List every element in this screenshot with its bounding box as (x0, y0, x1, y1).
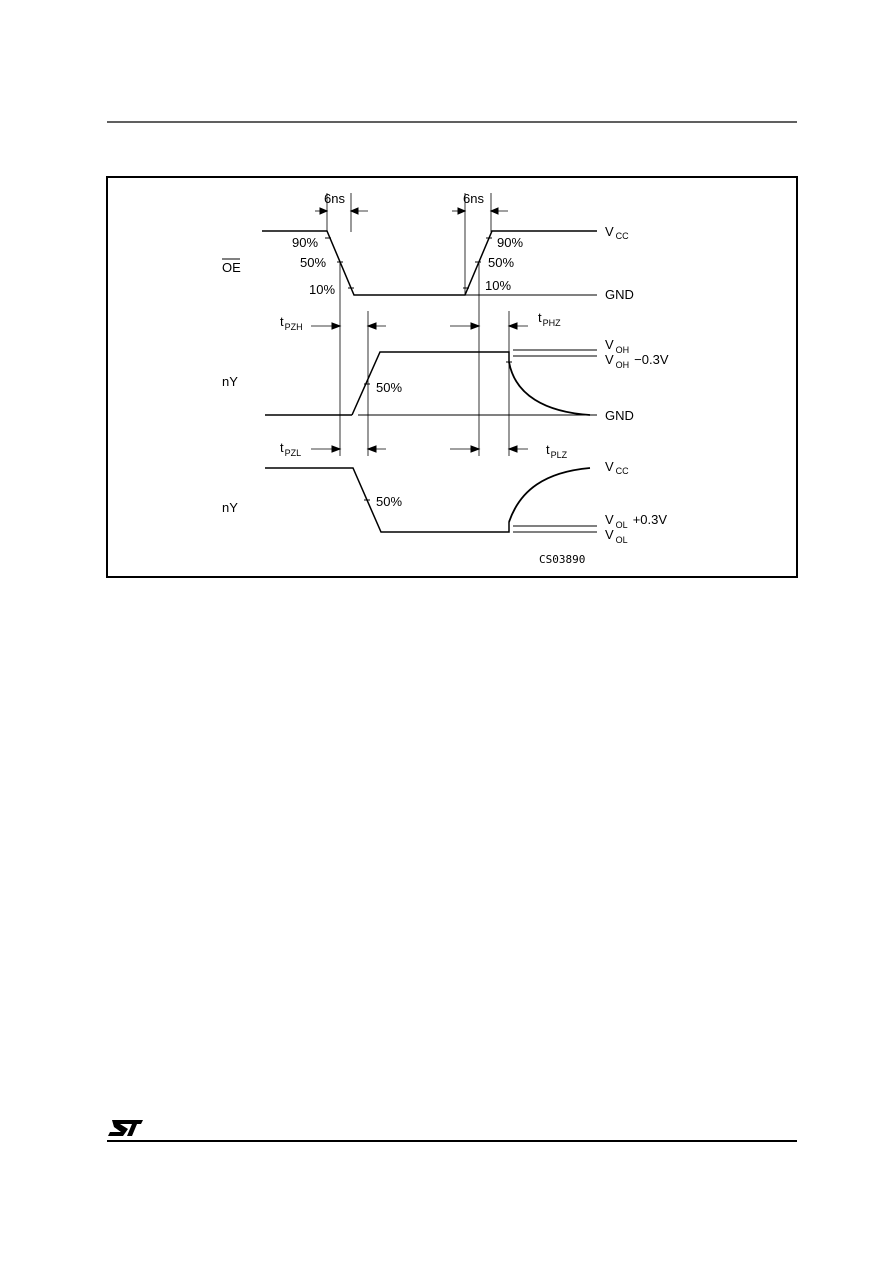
pct-50-right: 50% (488, 255, 514, 270)
oe-waveform (262, 230, 597, 296)
oe-signal-label: OE (222, 260, 241, 275)
dim-6ns-right: 6ns (463, 191, 484, 206)
ny-low-label: nY (222, 500, 238, 515)
ny-high-waveform (265, 349, 597, 416)
gnd-label-top: GND (605, 287, 634, 302)
rise-fall-dimension-left (315, 193, 368, 232)
figure-code: CS03890 (539, 553, 585, 566)
rise-fall-dimension-right (452, 193, 508, 295)
oe-signal-line (262, 230, 597, 296)
tpzh-label: tPZH (280, 314, 303, 332)
tphz-label: tPHZ (538, 310, 561, 328)
dim-6ns-left: 6ns (324, 191, 345, 206)
ny-low-waveform (265, 467, 597, 533)
pct-90-right: 90% (497, 235, 523, 250)
figure-frame (106, 176, 798, 578)
tplz-label: tPLZ (546, 442, 568, 460)
tpzl-label: tPZL (280, 440, 301, 458)
st-logo (108, 1120, 143, 1136)
pct-10-left: 10% (309, 282, 335, 297)
reference-verticals (339, 262, 510, 456)
pct-50-ny-high: 50% (376, 380, 402, 395)
pct-50-left: 50% (300, 255, 326, 270)
tpzl-tplz-arrows (311, 445, 528, 453)
pct-10-right: 10% (485, 278, 511, 293)
ny-high-label: nY (222, 374, 238, 389)
gnd-label-mid: GND (605, 408, 634, 423)
pct-50-ny-low: 50% (376, 494, 402, 509)
tpzh-tphz-arrows (311, 322, 528, 330)
oe-edge-ticks (325, 237, 492, 289)
pct-90-left: 90% (292, 235, 318, 250)
